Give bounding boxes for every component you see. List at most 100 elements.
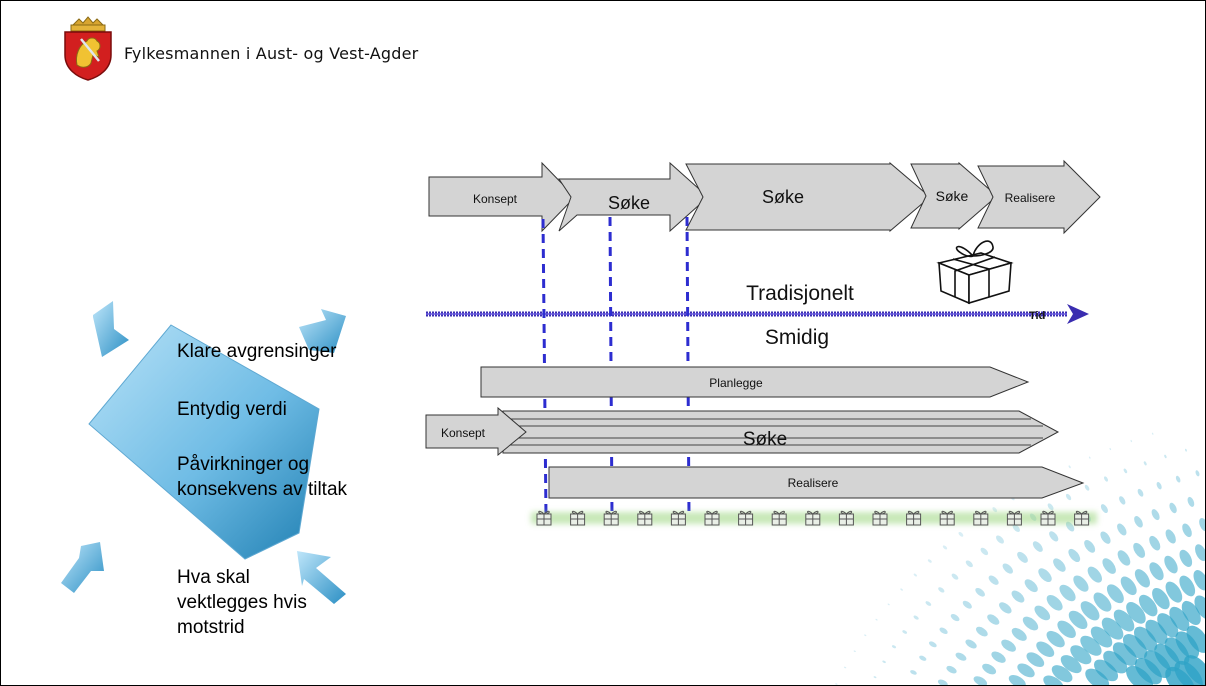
decorative-dot	[1133, 542, 1146, 558]
small-gift-icon	[738, 510, 754, 526]
decorative-dot	[1088, 456, 1091, 459]
decorative-dot	[1047, 503, 1054, 511]
decorative-dot	[1017, 663, 1035, 678]
decorative-dot	[987, 614, 1000, 625]
decorative-dot	[843, 666, 847, 669]
decorative-dot	[1151, 432, 1154, 435]
small-gift-icon	[973, 510, 989, 526]
decorative-dot	[939, 627, 948, 635]
phase-label-konsept: Konsept	[473, 192, 518, 206]
decorative-dot	[1126, 665, 1154, 685]
decorative-dot	[1134, 626, 1158, 652]
decorative-dot	[1165, 581, 1183, 603]
decorative-dot	[1151, 509, 1160, 521]
decorative-dot	[1100, 531, 1111, 544]
decorative-dot	[1080, 601, 1100, 621]
decorative-dot	[1156, 482, 1162, 490]
decorative-dot	[1109, 447, 1112, 451]
decorative-dot	[1154, 643, 1181, 672]
decorative-dot	[1175, 631, 1200, 659]
timeline-arrowhead-icon	[1067, 304, 1089, 324]
phase-arrow-realisere: Realisere	[977, 159, 1101, 235]
decorative-dot	[910, 670, 917, 675]
decorative-dot	[1157, 613, 1179, 638]
decorative-dot	[1130, 439, 1133, 443]
decorative-dot	[1068, 465, 1071, 469]
decorative-dot	[937, 679, 948, 685]
decorative-dot	[1169, 606, 1190, 632]
decorative-dot	[973, 676, 988, 685]
decorative-dot	[1065, 521, 1075, 532]
decorative-dot	[1199, 518, 1205, 532]
decorative-dot	[1187, 496, 1195, 507]
decorative-dot	[975, 587, 985, 597]
decorative-dot	[1149, 562, 1164, 581]
decorative-dot	[1137, 488, 1144, 497]
decorative-dot	[1134, 516, 1143, 528]
bar-konsept: Konsept	[425, 406, 527, 457]
decorative-dot	[999, 602, 1012, 614]
small-gift-icon	[670, 510, 686, 526]
decorative-dot	[1053, 558, 1066, 572]
decorative-dot	[1138, 594, 1158, 617]
decorative-dot	[958, 531, 964, 537]
decorative-dot	[996, 535, 1004, 544]
bar-realisere: Realisere	[548, 466, 1085, 499]
decorative-dot	[1152, 587, 1170, 610]
decorative-dot	[1036, 641, 1055, 657]
decorative-dot	[891, 645, 897, 649]
decorative-dot	[1120, 576, 1137, 596]
decorative-dot	[1043, 675, 1064, 685]
decorative-dot	[1080, 635, 1102, 656]
inward-arrow-bottom-right	[297, 551, 346, 604]
small-gift-icon	[805, 510, 821, 526]
decorative-dot	[988, 575, 999, 585]
decorative-dot	[902, 630, 908, 634]
decorative-dot	[1185, 448, 1187, 452]
decorative-dot	[980, 547, 989, 556]
decorative-dot	[1113, 609, 1135, 632]
small-gift-icon	[637, 510, 653, 526]
decorative-dot	[1057, 620, 1076, 638]
decorative-dot	[1034, 605, 1051, 621]
small-gift-icon	[1074, 510, 1090, 526]
decorative-dot	[1123, 468, 1128, 474]
bar-label-konsept: Konsept	[441, 426, 486, 440]
decorative-dot	[965, 639, 977, 649]
phase-arrow-soke-1: Søke	[558, 161, 709, 233]
decorative-dot	[1032, 541, 1043, 552]
inward-arrow-bottom-left	[61, 542, 104, 593]
bar-label-planlegge: Planlegge	[709, 376, 763, 390]
bar-label-realisere: Realisere	[788, 476, 839, 490]
decorative-dot	[1073, 575, 1089, 592]
decorative-dot	[1144, 650, 1172, 679]
list-item-pavirkninger: Påvirkninger og konsekvens av tiltak	[177, 454, 348, 500]
decorative-dot	[1022, 616, 1039, 631]
list-item-hva-skal-vektlegges: Hva skal vektlegges hvis motstrid	[177, 567, 307, 638]
decorative-dot	[1049, 531, 1059, 542]
decorative-dot	[1008, 674, 1026, 685]
decorative-dot	[1038, 568, 1052, 583]
decorative-dot	[1059, 584, 1076, 602]
decorative-dot	[913, 573, 917, 577]
decorative-dot	[1183, 655, 1205, 685]
decorative-dot	[1194, 595, 1205, 620]
list-item-entydig-verdi: Entydig verdi	[177, 399, 287, 420]
bar-label-soke: Søke	[743, 429, 787, 450]
decorative-dot	[1065, 493, 1072, 501]
phase-label-soke-1: Søke	[608, 193, 650, 213]
decorative-dot	[913, 615, 919, 620]
decorative-dot	[1068, 548, 1081, 563]
decorative-dot	[1093, 592, 1112, 612]
decorative-dot	[1195, 470, 1200, 477]
small-gift-icon	[872, 510, 888, 526]
decorative-dot	[1164, 454, 1167, 459]
decorative-dot	[1174, 660, 1203, 685]
decorative-dot	[925, 601, 932, 606]
decorative-dot	[1017, 551, 1028, 563]
phase-label-soke-2: Søke	[762, 187, 804, 207]
decorative-dot	[1119, 496, 1126, 505]
decorative-dot	[864, 634, 867, 637]
decorative-dot	[1102, 558, 1116, 574]
small-gift-icon	[1040, 510, 1056, 526]
